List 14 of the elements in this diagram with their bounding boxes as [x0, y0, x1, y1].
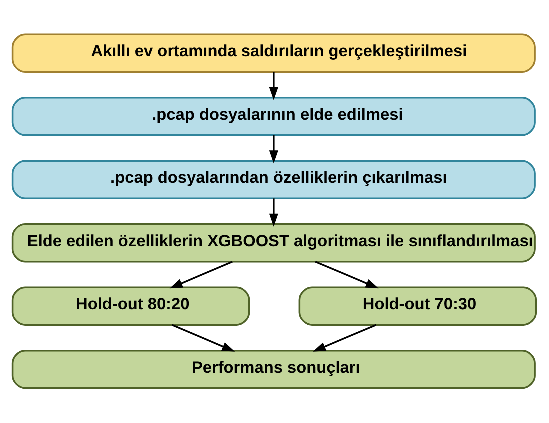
- arrow: [269, 135, 278, 164]
- node-box: Elde edilen özelliklerin XGBOOST algoritması ile sınıflandırılması: [12, 224, 536, 263]
- arrow: [172, 324, 236, 352]
- arrow: [269, 72, 278, 100]
- arrow: [269, 198, 278, 227]
- node-box: .pcap dosyalarından özelliklerin çıkarılması: [12, 160, 536, 200]
- node-box: Hold-out 80:20: [12, 286, 250, 326]
- arrow: [313, 324, 377, 352]
- node-box: Hold-out 70:30: [298, 286, 538, 326]
- node-box: Akıllı ev ortamında saldırıların gerçekleştirilmesi: [12, 34, 536, 74]
- arrow: [315, 261, 379, 289]
- node-box: .pcap dosyalarının elde edilmesi: [12, 97, 536, 136]
- node-box: Performans sonuçları: [12, 350, 536, 390]
- arrow: [170, 261, 233, 289]
